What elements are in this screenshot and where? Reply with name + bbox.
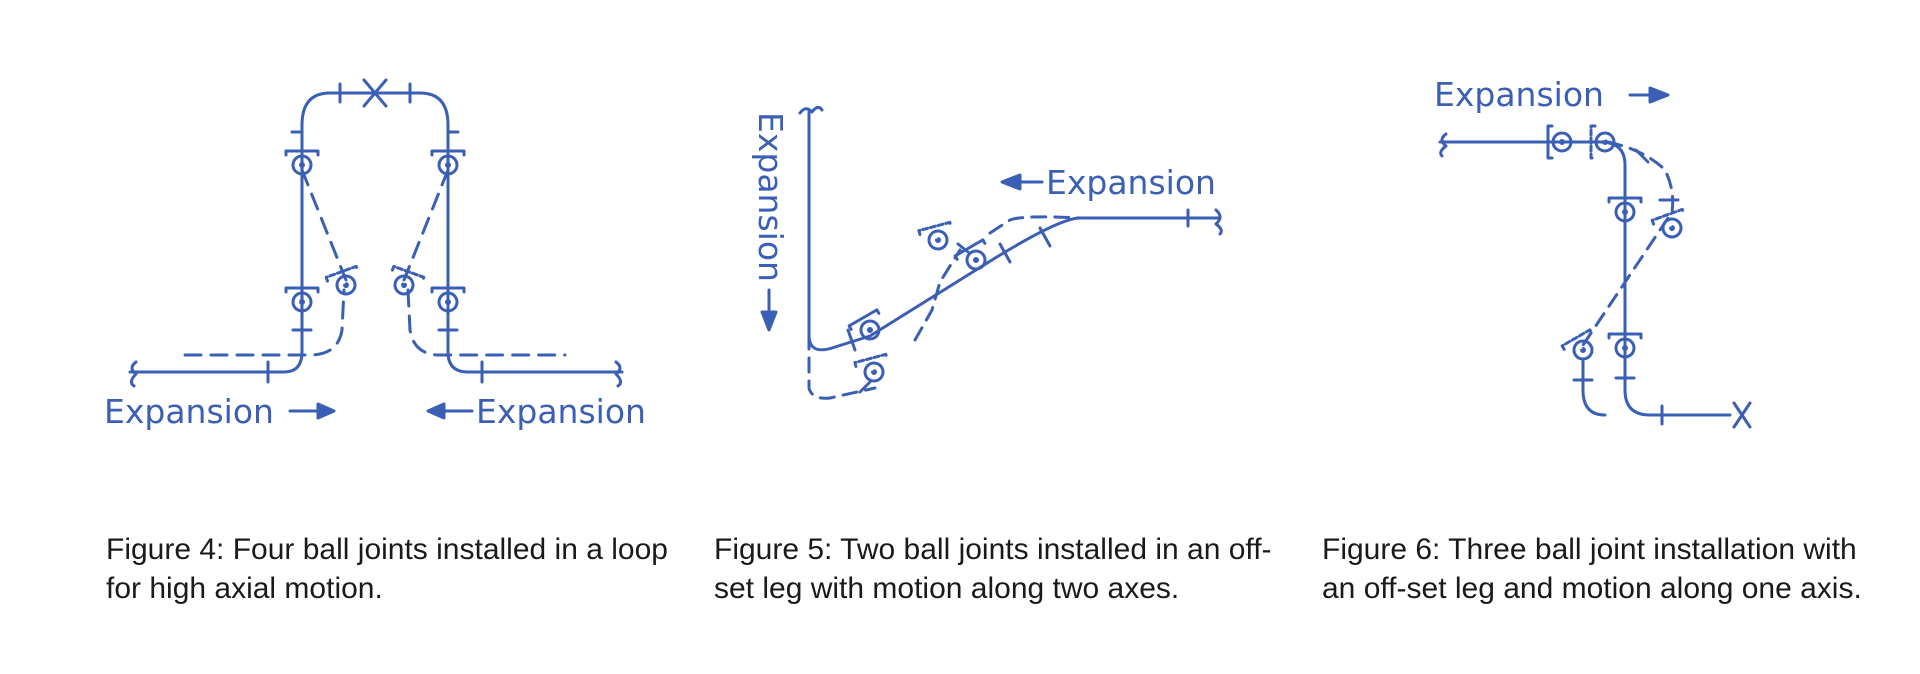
offset-leg-pipe-dashed: [1581, 140, 1675, 347]
ball-joint-displaced: [917, 220, 953, 251]
offset-leg-pipe-solid: [1438, 140, 1732, 417]
figure-6-caption: Figure 6: Three ball joint installation …: [1322, 533, 1862, 605]
ball-joint-displaced: [1560, 328, 1594, 361]
pipe-end-left: [1439, 132, 1448, 158]
loop-pipe-solid: [128, 91, 624, 374]
loop-pipe-dashed: [183, 168, 567, 357]
expansion-label-right: Expansion: [476, 392, 646, 431]
offset-leg-pipe-solid: [807, 108, 1222, 352]
ball-joint: [430, 149, 466, 176]
ball-joint: [953, 238, 987, 271]
ball-joint: [284, 286, 320, 313]
anchor-x: [1732, 401, 1752, 429]
pipe-end-right: [614, 360, 623, 388]
ball-joint-displaced: [1589, 124, 1616, 160]
pipe-end-right: [1214, 208, 1223, 236]
offset-leg-lower: [1581, 358, 1607, 417]
figure-4: Expansion Expansion: [0, 0, 700, 520]
ball-joint-displaced: [853, 352, 889, 383]
figure-5-caption: Figure 5: Two ball joints installed in a…: [714, 533, 1272, 605]
anchor-x: [362, 78, 388, 108]
figure-6-diagram: Expansion: [1434, 75, 1752, 429]
expansion-label-vertical: Expansion: [751, 112, 790, 282]
offset-leg-pipe-dashed: [807, 215, 1082, 400]
pipe-end-left: [129, 360, 138, 388]
ball-joint: [1607, 196, 1643, 223]
pipe-end-top: [798, 105, 824, 115]
figure-6: Expansion: [1300, 0, 1860, 520]
ball-joint: [847, 308, 881, 341]
ball-joint: [284, 149, 320, 176]
expansion-label-top: Expansion: [1434, 75, 1604, 114]
ball-joint: [1607, 332, 1643, 359]
ball-joint: [1546, 124, 1573, 160]
ball-joint-displaced: [324, 264, 360, 296]
ball-joint-displaced: [390, 264, 426, 296]
expansion-label-horizontal: Expansion: [1046, 163, 1216, 202]
ball-joint-displaced: [1650, 207, 1686, 239]
ball-joint: [430, 286, 466, 313]
figure-4-caption: Figure 4: Four ball joints installed in …: [106, 533, 668, 605]
figure-4-diagram: Expansion Expansion: [104, 78, 646, 431]
figure-5-diagram: Expansion Expansion: [751, 105, 1223, 400]
figure-5: Expansion Expansion: [700, 0, 1260, 520]
expansion-label-left: Expansion: [104, 392, 274, 431]
